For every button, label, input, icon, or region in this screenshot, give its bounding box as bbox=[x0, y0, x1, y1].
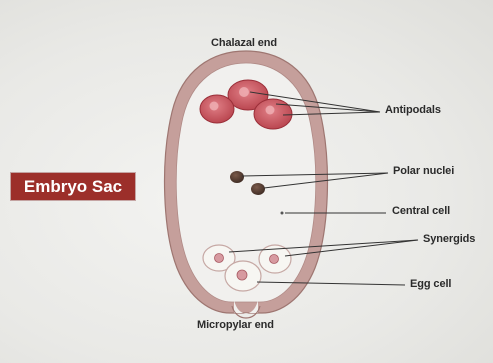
synergid-nucleus bbox=[270, 255, 279, 264]
label-central-cell: Central cell bbox=[392, 205, 450, 217]
egg-nucleus bbox=[237, 270, 247, 280]
label-micropylar-end: Micropylar end bbox=[197, 319, 274, 331]
antipodal-cell-right bbox=[254, 99, 292, 129]
label-polar-nuclei: Polar nuclei bbox=[393, 165, 454, 177]
title-badge: Embryo Sac bbox=[11, 173, 135, 200]
polar-nucleus-upper bbox=[230, 171, 244, 183]
antipodal-nucleus bbox=[210, 102, 219, 111]
synergid-nucleus bbox=[215, 254, 224, 263]
label-chalazal-end: Chalazal end bbox=[211, 37, 277, 49]
antipodal-nucleus bbox=[239, 87, 249, 97]
polar-nucleus-lower bbox=[251, 183, 265, 195]
label-antipodals: Antipodals bbox=[385, 104, 441, 116]
label-synergids: Synergids bbox=[423, 233, 475, 245]
label-egg-cell: Egg cell bbox=[410, 278, 451, 290]
antipodal-nucleus bbox=[266, 106, 275, 115]
central-cell-marker bbox=[281, 212, 284, 215]
